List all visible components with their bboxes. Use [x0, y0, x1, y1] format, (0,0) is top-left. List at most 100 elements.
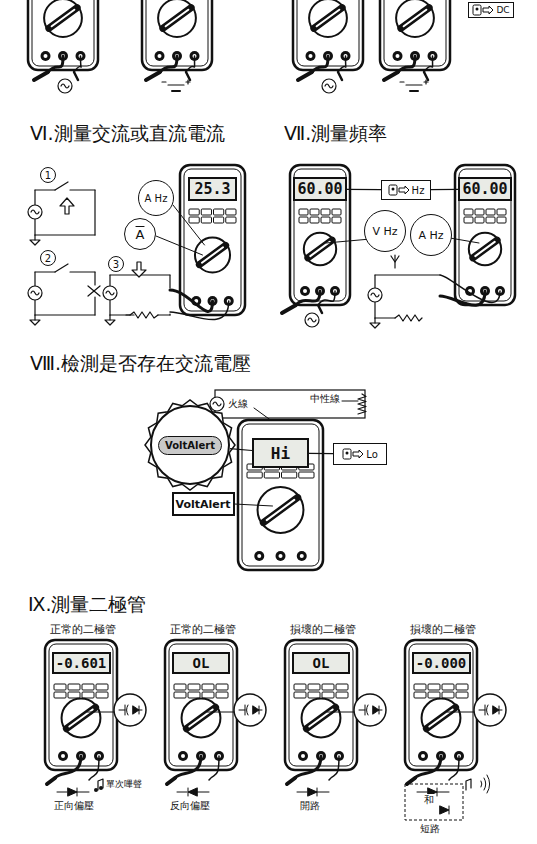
- ground-symbol: [30, 320, 40, 325]
- wire: [94, 190, 95, 235]
- display-reading: OL: [193, 655, 210, 671]
- meter-button: [201, 209, 211, 215]
- black-lead: [48, 56, 63, 72]
- test-leads: [384, 56, 433, 80]
- meter-button: [310, 209, 319, 215]
- wire: [109, 275, 110, 286]
- black-lead: [296, 291, 320, 305]
- black-lead: [175, 756, 201, 778]
- red-lead: [329, 756, 339, 780]
- diode-symbol: [317, 788, 318, 796]
- callout-number: 3: [108, 256, 124, 272]
- ac-source: [28, 205, 42, 219]
- dial-knob: [314, 8, 342, 29]
- probe: [318, 305, 322, 313]
- meter-button: [336, 692, 348, 698]
- cut-mark: [88, 286, 100, 296]
- red-lead: [186, 56, 195, 72]
- red-lead: [170, 301, 229, 320]
- node-text: V Hz: [372, 225, 397, 238]
- diode-symbol: [259, 710, 262, 711]
- input-jack: [393, 51, 403, 61]
- function-callout: [354, 694, 386, 726]
- meter-button: [456, 692, 468, 698]
- meter-button: [414, 692, 426, 698]
- input-jack: [41, 51, 51, 61]
- node-text: A Hz: [145, 193, 168, 204]
- diode-lead: [417, 792, 427, 793]
- ac-wave: [31, 291, 39, 295]
- multimeter: [455, 165, 515, 305]
- probe: [282, 305, 296, 313]
- wire: [34, 190, 35, 205]
- wire: [34, 219, 35, 235]
- input-jack: [155, 51, 165, 61]
- capacitor-symbol: [359, 710, 365, 711]
- wire: [374, 275, 375, 288]
- ac-wave: [61, 84, 69, 88]
- leader-line: [234, 504, 273, 506]
- meter-button: [282, 472, 297, 478]
- diode-symbol: [68, 788, 77, 796]
- meter-button: [96, 692, 108, 698]
- meter-body: [180, 165, 245, 315]
- ground-symbol: [370, 323, 380, 328]
- wire: [70, 189, 95, 190]
- node-text: A: [136, 227, 145, 242]
- diode-symbol: [139, 710, 142, 711]
- capacitor-symbol: [245, 705, 246, 715]
- ac-wave: [106, 291, 114, 295]
- dial-setting-callout: A Hz: [138, 180, 174, 216]
- minus-sign: [162, 81, 166, 82]
- black-lead: [398, 56, 415, 72]
- battery-symbol: [172, 90, 180, 92]
- ac-source: [58, 79, 72, 93]
- dashed-bracket: [405, 784, 463, 820]
- meter-button: [214, 217, 224, 223]
- meter-button: [299, 217, 308, 223]
- meter-button: [188, 684, 200, 690]
- wire: [35, 234, 95, 235]
- wire: [35, 271, 55, 272]
- annotation-label: 單次嗶聲: [106, 779, 142, 789]
- diode-lead: [77, 792, 89, 793]
- black-lead: [170, 290, 213, 312]
- capacitor-symbol: [125, 705, 126, 715]
- meter-button: [486, 209, 495, 215]
- black-lead: [312, 56, 328, 72]
- section-heading: Ⅵ.測量交流或直流電流: [30, 123, 225, 145]
- wire: [70, 271, 95, 272]
- probe: [287, 778, 295, 784]
- node-text: 3: [113, 259, 119, 270]
- meter-button: [226, 209, 236, 215]
- ac-source: [210, 397, 224, 411]
- meter-button: [332, 209, 341, 215]
- meter-button: [299, 472, 314, 478]
- red-lead: [440, 275, 500, 302]
- meter-button: [96, 684, 108, 690]
- probe: [74, 72, 78, 80]
- meter-button: [68, 692, 80, 698]
- wire: [158, 314, 170, 315]
- diode-symbol: [379, 710, 382, 711]
- lcd-display: -0.000: [412, 652, 471, 674]
- button-arrow-icon: [342, 448, 364, 460]
- dial-knob: [66, 707, 95, 728]
- meter-body: [285, 640, 357, 770]
- ac-source: [305, 313, 319, 327]
- wire: [94, 272, 95, 285]
- leader-connector: [230, 449, 252, 451]
- leader-line: [207, 712, 235, 713]
- meter-button: [322, 692, 334, 698]
- input-jack: [279, 554, 283, 558]
- probe: [384, 72, 398, 80]
- leader-line: [450, 238, 479, 243]
- function-callout: [234, 694, 266, 726]
- meter-button: [308, 684, 320, 690]
- diode-symbol: [440, 806, 449, 814]
- multimeter: [45, 640, 117, 770]
- meter-body: [238, 420, 323, 570]
- meter-button: [497, 209, 506, 215]
- meter-button: [456, 684, 468, 690]
- capacitor-symbol: [247, 705, 249, 715]
